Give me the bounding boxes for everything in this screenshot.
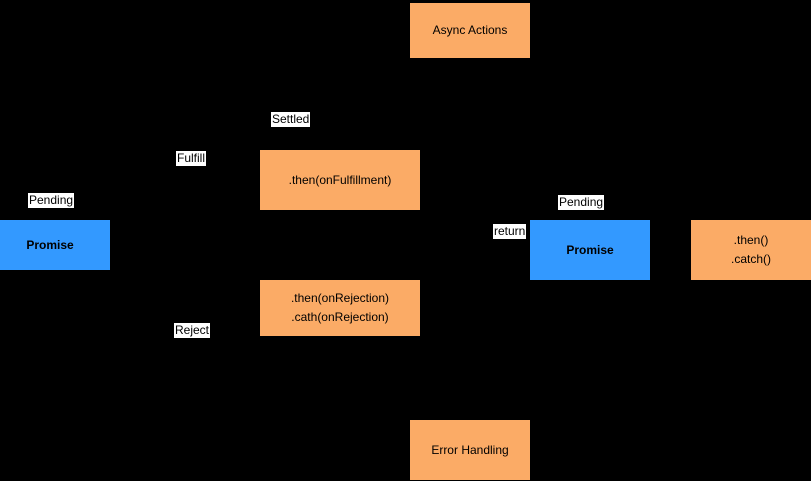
- node-then-catch-line2: .catch(): [730, 252, 771, 266]
- edge-label-fulfill: Fulfill: [176, 151, 207, 166]
- node-then-onfulfillment-label: .then(onFulfillment): [288, 172, 392, 187]
- node-async-actions: Async Actions: [410, 3, 530, 58]
- node-then-onfulfillment: .then(onFulfillment): [260, 150, 420, 210]
- node-promise-right: Promise: [530, 220, 650, 280]
- node-then-onrejection: .then(onRejection) .cath(onRejection): [260, 280, 420, 336]
- node-then-onrejection-line1: .then(onRejection): [290, 291, 390, 305]
- edge-label-settled: Settled: [271, 112, 311, 127]
- node-then-catch: .then() .catch(): [691, 220, 811, 280]
- edge-label-reject: Reject: [174, 323, 211, 338]
- edge-label-return: return: [493, 224, 527, 239]
- edge-label-pending-left: Pending: [28, 193, 75, 208]
- node-promise-left-label: Promise: [26, 237, 74, 252]
- node-promise-right-label: Promise: [566, 242, 614, 257]
- node-promise-left: Promise: [0, 220, 110, 270]
- edge-label-pending-right: Pending: [558, 195, 605, 210]
- node-then-onrejection-line2: .cath(onRejection): [291, 310, 389, 324]
- node-error-handling-label: Error Handling: [431, 442, 509, 457]
- node-error-handling: Error Handling: [410, 420, 530, 480]
- node-async-actions-label: Async Actions: [432, 23, 508, 37]
- node-then-catch-line1: .then(): [733, 233, 769, 247]
